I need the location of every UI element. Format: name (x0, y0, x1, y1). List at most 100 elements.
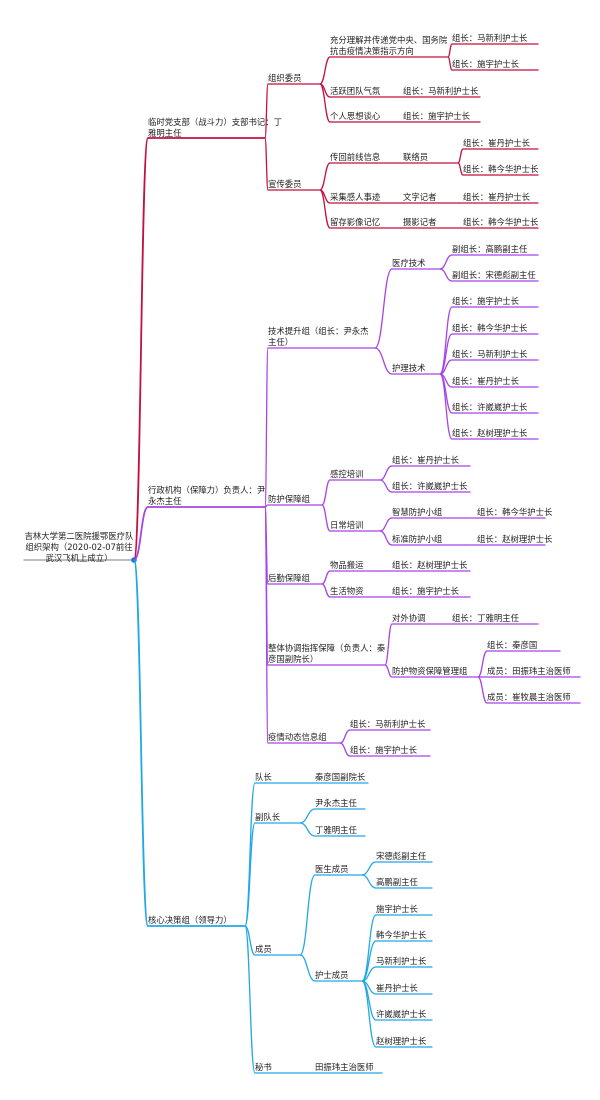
node-protection-group: 防护保障组 (268, 494, 310, 504)
connector-curve (477, 676, 488, 704)
connector-curve (264, 347, 269, 508)
connector-curve (439, 359, 453, 375)
name-nurse-3: 马新利护士长 (376, 956, 427, 966)
node-nursing-tech: 护理技术 (392, 363, 426, 373)
node-org-item-direction: 充分理解并传递党中央、国务院抗击疫情决策指示方向 (330, 35, 448, 56)
node-coordination: 整体协调指挥保障（负责人：秦彦国副院长） (268, 643, 386, 664)
leader-prop-stories: 组长：崔丹护士长 (463, 192, 530, 202)
connector-curve (379, 517, 393, 532)
node-external-coordination: 对外协调 (392, 613, 426, 623)
connector-curve (244, 925, 256, 956)
connector-curve (361, 966, 377, 982)
member-materials-3: 成员：崔牧晨主治医师 (487, 692, 571, 702)
leader-epi-2: 组长：施宇护士长 (350, 745, 417, 755)
connector-curve (384, 664, 393, 678)
connector-curve (339, 742, 351, 757)
connector-curve (439, 333, 453, 375)
node-nurse-members: 护士成员 (315, 970, 349, 980)
name-secretary: 田振玮主治医师 (315, 1062, 374, 1072)
leader-nursing-1: 组长：施宇护士长 (452, 296, 519, 306)
connector-curve (457, 162, 464, 176)
root-node-title: 吉林大学第二医院援鄂医疗队组织架构（2020-02-07前往武汉飞机上成立） (24, 531, 134, 563)
branch-party-branch: 临时党支部（战斗力）支部书记：丁雅明主任 (148, 117, 282, 138)
leader-infection-1: 组长：崔丹护士长 (392, 455, 459, 465)
connector-curve (299, 808, 316, 824)
leader-nursing-6: 组长：赵树理护士长 (452, 428, 528, 438)
leader-nursing-5: 组长：许崴崴护士长 (452, 402, 528, 412)
leader-nursing-4: 组长：崔丹护士长 (452, 376, 519, 386)
connector-curve (361, 940, 377, 982)
connector-curve (299, 822, 316, 837)
leader-medical-1: 副组长：高鹏副主任 (452, 244, 528, 254)
connector-curve (374, 347, 393, 375)
node-medical-tech: 医疗技术 (392, 258, 426, 268)
connector-curve (361, 914, 377, 982)
connector-curve (244, 782, 256, 927)
connector-curve (339, 729, 351, 744)
connector-curve (244, 822, 256, 927)
node-org-item-atmosphere: 活跃团队气氛 (330, 86, 381, 96)
connector-curve (379, 479, 393, 493)
connector-curve (447, 43, 453, 58)
node-logistics-group: 后勤保障组 (268, 573, 310, 583)
node-supplies: 生活物资 (330, 586, 364, 596)
connector-curve (361, 861, 377, 876)
connector-curve (319, 189, 331, 229)
connector-curve (477, 650, 488, 678)
connector-curve (133, 137, 149, 561)
member-materials-2: 成员：田振玮主治医师 (487, 666, 571, 676)
role-writer: 文字记者 (403, 192, 437, 202)
node-vice-captain: 副队长 (255, 812, 281, 822)
name-nurse-6: 赵树理护士长 (376, 1036, 427, 1046)
leader-external-coordination: 组长：丁雅明主任 (452, 613, 519, 623)
leader-medical-2: 副组长：宋德彪副主任 (452, 270, 536, 280)
node-secretary: 秘书 (255, 1062, 272, 1072)
connector-curve (264, 83, 269, 139)
node-prop-item-images: 留存影像记忆 (330, 217, 381, 227)
leader-supplies: 组长：施宇护士长 (392, 586, 459, 596)
name-nurse-1: 施宇护士长 (376, 904, 418, 914)
connector-curve (264, 137, 269, 191)
name-vice-1: 尹永杰主任 (315, 798, 357, 808)
connector-curve (379, 530, 393, 546)
connector-curve (321, 583, 331, 598)
node-org-item-talks: 个人思想谈心 (330, 111, 381, 121)
connector-curve (439, 373, 453, 440)
leader-org-atmosphere: 组长：马新利护士长 (403, 86, 479, 96)
name-nurse-4: 崔丹护士长 (376, 983, 418, 993)
leader-prop-frontline-1: 组长：崔丹护士长 (463, 138, 530, 148)
node-prop-item-stories: 采集感人事迹 (330, 192, 381, 202)
role-liaison: 联络员 (403, 152, 429, 162)
node-daily-training: 日常培训 (330, 520, 364, 530)
connector-curve (264, 506, 269, 744)
role-photographer: 摄影记者 (403, 217, 437, 227)
node-captain: 队长 (255, 772, 272, 782)
connector-curve (319, 83, 331, 123)
name-doctor-2: 高鹏副主任 (376, 877, 418, 887)
leader-prop-frontline-2: 组长：韩今华护士长 (463, 164, 539, 174)
node-smart-protection: 智慧防护小组 (392, 507, 443, 517)
name-vice-2: 丁雅明主任 (315, 825, 357, 835)
node-organization-committee: 组织委员 (268, 73, 302, 83)
connector-curve (384, 623, 393, 666)
connector-curve (321, 479, 331, 506)
connector-curve (457, 148, 464, 164)
connector-curve (439, 254, 453, 270)
name-captain: 秦彦国副院长 (315, 772, 366, 782)
node-propaganda-committee: 宣传委员 (268, 179, 302, 189)
connector-curve (321, 504, 331, 532)
connector-curve (361, 874, 377, 889)
branch-core-decision: 核心决策组（领导力） (148, 915, 232, 925)
connector-curve (299, 954, 316, 982)
leader-epi-1: 组长：马新利护士长 (350, 719, 426, 729)
leader-nursing-3: 组长：马新利护士长 (452, 349, 528, 359)
node-infection-training: 感控培训 (330, 469, 364, 479)
connector-curve (374, 268, 393, 349)
connector-curve (439, 268, 453, 282)
connector-curve (379, 465, 393, 481)
node-doctor-members: 医生成员 (315, 864, 349, 874)
connector-curve (319, 56, 331, 85)
leader-smart-protection: 组长：韩今华护士长 (477, 507, 553, 517)
